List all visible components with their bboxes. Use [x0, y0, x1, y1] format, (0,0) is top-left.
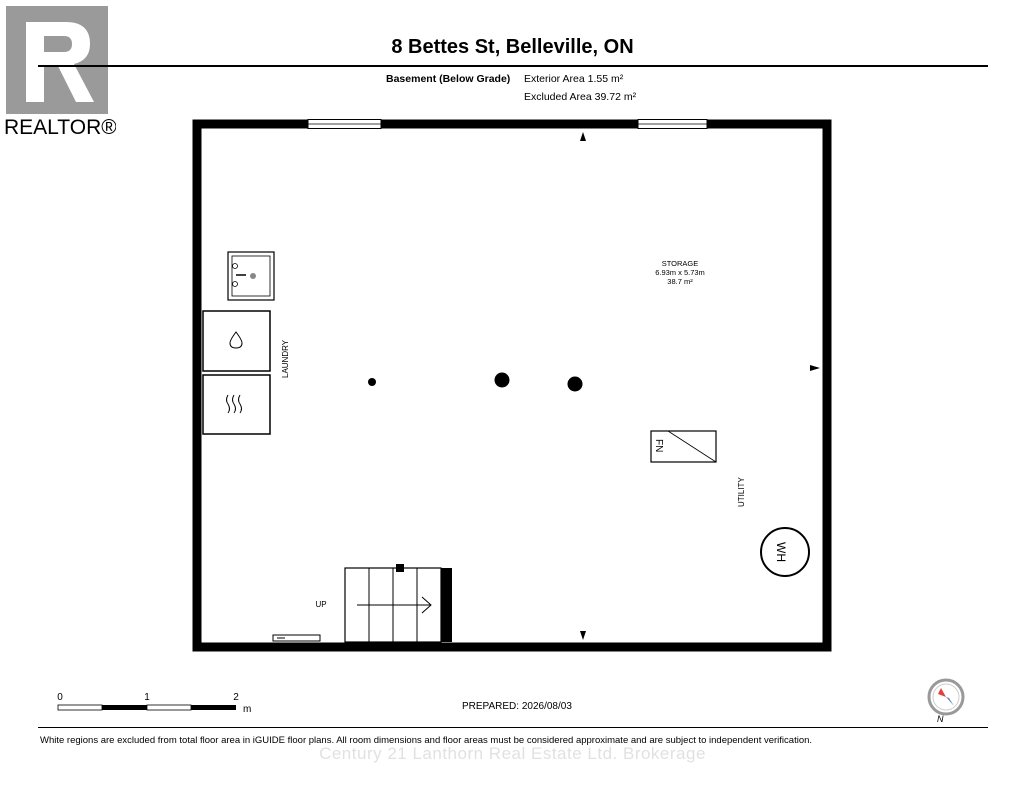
scale-label-1: 1: [144, 692, 150, 703]
column: [368, 378, 376, 386]
utility-label: UTILITY: [737, 477, 746, 507]
scale-label-0: 0: [57, 692, 63, 703]
compass-icon: N: [927, 678, 965, 724]
excluded-area: Excluded Area 39.72 m²: [524, 91, 637, 103]
stairs-label: UP: [315, 600, 326, 609]
scale-bar: 0 1 2 m: [57, 692, 251, 715]
furnace: FN: [650, 430, 717, 463]
realtor-logo: REALTOR®: [4, 6, 116, 139]
footer-divider: [38, 727, 988, 728]
column: [567, 376, 583, 392]
title-divider: [38, 65, 988, 67]
stairs: [344, 564, 452, 643]
dimension-marker-bottom: [580, 631, 586, 640]
disclaimer: White regions are excluded from total fl…: [40, 735, 813, 746]
water-heater: WH: [760, 527, 810, 577]
page-title: 8 Bettes St, Belleville, ON: [391, 36, 634, 58]
storage-room-area: 38.7 m²: [667, 277, 693, 286]
floor-register: [272, 634, 321, 642]
water-heater-label: WH: [774, 542, 788, 562]
compass-north-label: N: [937, 714, 944, 724]
realtor-logo-text: REALTOR®: [4, 116, 116, 139]
washer: [202, 310, 271, 372]
prepared-date: PREPARED: 2026/08/03: [462, 701, 572, 712]
exterior-area: Exterior Area 1.55 m²: [524, 73, 624, 85]
window-right: [637, 119, 708, 129]
scale-label-2: 2: [233, 692, 239, 703]
laundry-label: LAUNDRY: [281, 339, 290, 378]
dryer: [202, 374, 271, 435]
column: [494, 372, 510, 388]
brokerage-watermark: Century 21 Lanthorn Real Estate Ltd. Bro…: [319, 744, 706, 763]
realtor-r-glyph: [26, 22, 94, 102]
window-left: [307, 119, 382, 129]
exterior-wall: [192, 119, 832, 652]
storage-room-name: STORAGE: [662, 259, 699, 268]
dimension-marker-top: [580, 132, 586, 141]
storage-room-dimensions: 6.93m x 5.73m: [655, 268, 705, 277]
level-name: Basement (Below Grade): [386, 73, 511, 85]
dimension-marker-right: [810, 365, 820, 371]
scale-unit: m: [243, 704, 251, 715]
laundry-sink: [227, 251, 275, 301]
furnace-label: FN: [653, 439, 664, 452]
